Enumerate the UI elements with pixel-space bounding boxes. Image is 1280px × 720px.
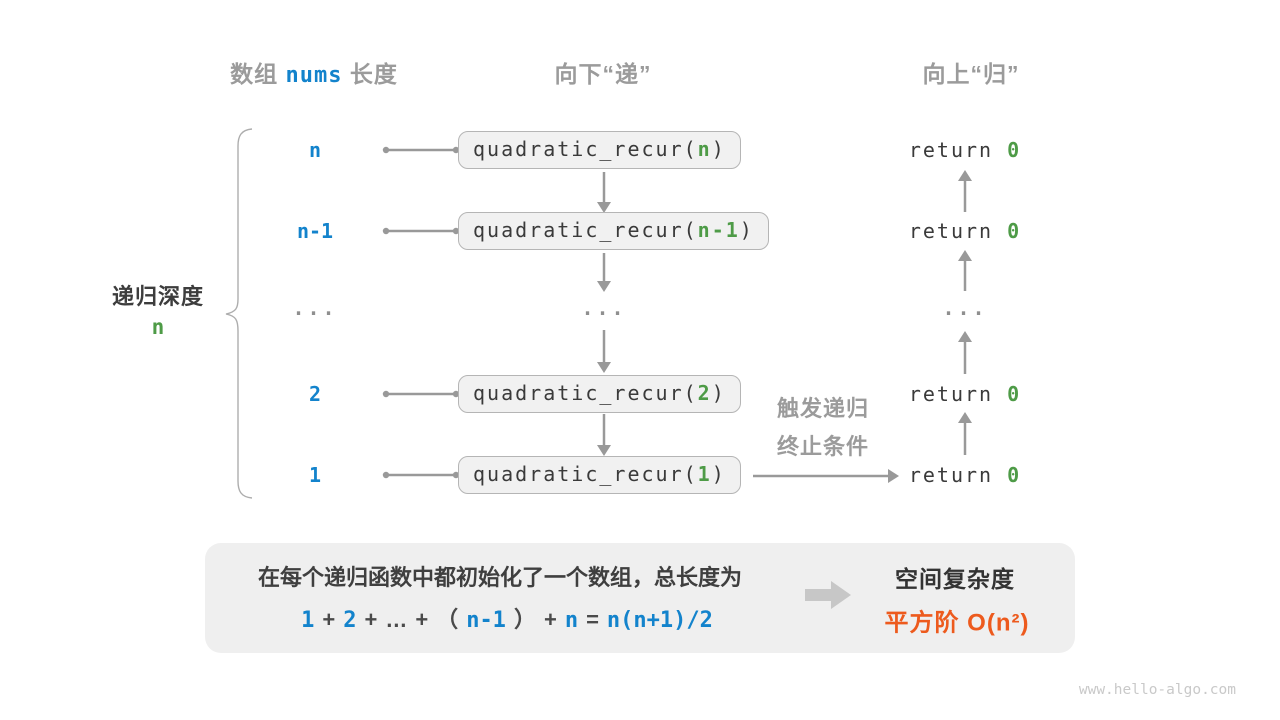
formula-paren: ）: [513, 607, 536, 632]
summary-formula: 1 +2 + … + （ n-1 ） + n = n(n+1)/2: [297, 602, 717, 634]
space-complexity-value: 平方阶 O(n²): [884, 609, 1030, 637]
depth-label-2: 2: [308, 382, 322, 406]
labels-ellipsis: ...: [292, 296, 338, 320]
space-complexity-title: 空间复杂度: [895, 566, 1015, 592]
base-case-note-line1: 触发递归: [776, 396, 870, 421]
call-box-n-1: quadratic_recur(n-1): [458, 212, 769, 250]
call-box-1: quadratic_recur(1): [458, 456, 741, 494]
header-recurse-down: 向下“递”: [554, 61, 652, 87]
call-prefix: quadratic_recur(: [473, 462, 698, 486]
base-case-note: 触发递归 终止条件: [777, 390, 869, 466]
header-array-length: 数组 nums 长度: [230, 55, 398, 89]
call-prefix: quadratic_recur(: [473, 218, 698, 242]
base-case-note-line2: 终止条件: [776, 434, 870, 459]
label-connector-lines: [382, 146, 460, 479]
return-keyword: return: [908, 138, 1008, 162]
formula-result: n(n+1)/2: [606, 608, 713, 633]
formula-op: +: [322, 607, 336, 632]
call-box-2: quadratic_recur(2): [458, 375, 741, 413]
formula-op: =: [586, 607, 599, 632]
depth-label-1: 1: [308, 463, 322, 487]
return-keyword: return: [908, 382, 1008, 406]
call-prefix: quadratic_recur(: [473, 137, 698, 161]
call-box-n: quadratic_recur(n): [458, 131, 741, 169]
header-array-length-pre: 数组: [230, 61, 286, 87]
formula-term: n-1: [466, 608, 506, 633]
depth-label-n: n: [308, 138, 322, 162]
call-param: 2: [697, 381, 712, 405]
return-value: 0: [1007, 382, 1022, 406]
summary-description: 在每个递归函数中都初始化了一个数组，总长度为: [257, 565, 743, 590]
formula-term: n: [564, 608, 579, 633]
summary-panel: 在每个递归函数中都初始化了一个数组，总长度为 1 +2 + … + （ n-1 ） + n = n(n…: [205, 543, 1075, 653]
call-suffix: ): [711, 137, 726, 161]
watermark: www.hello-algo.com: [1078, 682, 1236, 698]
call-prefix: quadratic_recur(: [473, 381, 698, 405]
header-array-length-post: 长度: [342, 61, 398, 87]
return-value: 0: [1007, 463, 1022, 487]
depth-brace: [225, 128, 253, 499]
return-value: 0: [1007, 219, 1022, 243]
formula-term: 2: [343, 608, 357, 633]
call-suffix: ): [739, 218, 754, 242]
return-statement-n: return 0: [909, 138, 1021, 162]
header-nums-code: nums: [285, 63, 343, 88]
return-statement-n-1: return 0: [909, 219, 1021, 243]
base-case-arrow: [753, 469, 899, 483]
return-statement-1: return 0: [909, 463, 1021, 487]
depth-label-n-1: n-1: [296, 219, 334, 243]
formula-term: 1: [301, 608, 315, 633]
call-param: n: [697, 137, 712, 161]
call-param: n-1: [697, 218, 740, 242]
return-statement-2: return 0: [909, 382, 1021, 406]
formula-op: +: [415, 607, 429, 632]
call-suffix: ): [711, 381, 726, 405]
implies-arrow-icon: [805, 581, 851, 609]
formula-paren: （: [436, 607, 459, 632]
recursion-depth-n: n: [151, 315, 165, 339]
calls-ellipsis: ...: [581, 296, 627, 320]
call-param: 1: [697, 462, 712, 486]
call-suffix: ): [711, 462, 726, 486]
formula-op: +: [364, 607, 378, 632]
returns-ellipsis: ...: [942, 296, 988, 320]
return-keyword: return: [908, 463, 1008, 487]
formula-op: +: [543, 607, 557, 632]
formula-ellipsis: …: [385, 607, 408, 632]
recursion-depth-label: 递归深度: [111, 284, 205, 309]
header-return-up: 向上“归”: [922, 61, 1020, 87]
return-keyword: return: [908, 219, 1008, 243]
return-value: 0: [1007, 138, 1022, 162]
